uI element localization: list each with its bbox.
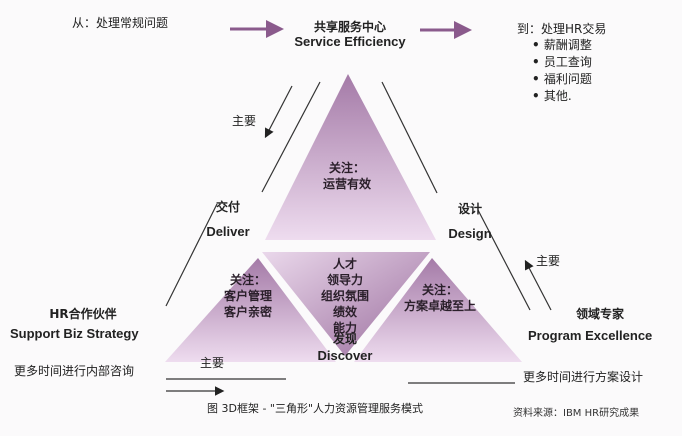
text-line: 客户管理: [223, 289, 273, 303]
right-triangle-text: 关注： 方案卓越至上: [404, 282, 476, 314]
text-line: 人才: [332, 257, 358, 271]
triangle-right: [354, 258, 522, 362]
deliver-cn: 交付: [215, 200, 241, 214]
text-line: 绩效: [332, 305, 358, 319]
text-line: 组织氛围: [320, 289, 370, 303]
coe-cn: 领域专家: [575, 307, 625, 321]
text-line: 能力: [332, 321, 358, 335]
text-line: 关注：: [328, 161, 366, 175]
triangle-left: [165, 258, 336, 362]
text-line: 运营有效: [322, 177, 372, 191]
to-label: 到：处理HR交易: [517, 22, 607, 36]
coe-note: 更多时间进行方案设计: [523, 370, 644, 384]
design-en: Design: [448, 226, 492, 241]
arrow-label-top-left: 主要: [232, 114, 257, 128]
arrow-top-left: [264, 85, 293, 139]
hrbp-note: 更多时间进行内部咨询: [14, 364, 135, 378]
source-note: 资料来源：IBM HR研究成果: [513, 408, 640, 419]
arrow-right: [524, 259, 552, 311]
to-list: 薪酬调整 员工查询 福利问题 其他.: [532, 37, 592, 105]
list-item: 其他.: [532, 88, 592, 105]
discover-cn: 发现: [332, 332, 358, 346]
deliver-en: Deliver: [206, 224, 250, 239]
discover-en: Discover: [317, 348, 373, 363]
list-item: 薪酬调整: [532, 37, 592, 54]
text-line: 方案卓越至上: [403, 299, 477, 313]
edge-line: [165, 203, 218, 307]
arrow-label-bottom: 主要: [200, 356, 225, 370]
design-cn: 设计: [457, 202, 483, 216]
list-item: 福利问题: [532, 71, 592, 88]
shared-service-center-cn: 共享服务中心: [313, 20, 387, 34]
coe-en: Program Excellence: [528, 328, 653, 343]
triangle-center: [262, 252, 430, 356]
hrbp-cn: HR合作伙伴: [49, 307, 117, 321]
text-line: 关注：: [421, 283, 459, 297]
arrow-label-right: 主要: [536, 254, 561, 268]
edge-line: [477, 209, 531, 311]
caption: 图 3D框架 - "三角形"人力资源管理服务模式: [207, 402, 424, 415]
hrbp-en: Support Biz Strategy: [10, 326, 139, 341]
top-triangle-text: 关注： 运营有效: [323, 160, 371, 192]
shared-service-center-en: Service Efficiency: [294, 34, 406, 49]
text-line: 领导力: [326, 273, 364, 287]
text-line: 关注：: [229, 273, 267, 287]
left-triangle-text: 关注： 客户管理 客户亲密: [224, 272, 272, 320]
list-item: 员工查询: [532, 54, 592, 71]
triangle-top: [265, 74, 436, 240]
edge-line: [261, 81, 321, 193]
edge-line: [381, 81, 438, 194]
from-label: 从：处理常规问题: [72, 16, 169, 30]
center-triangle-text: 人才 领导力 组织氛围 绩效 能力: [321, 256, 369, 336]
text-line: 客户亲密: [223, 305, 273, 319]
